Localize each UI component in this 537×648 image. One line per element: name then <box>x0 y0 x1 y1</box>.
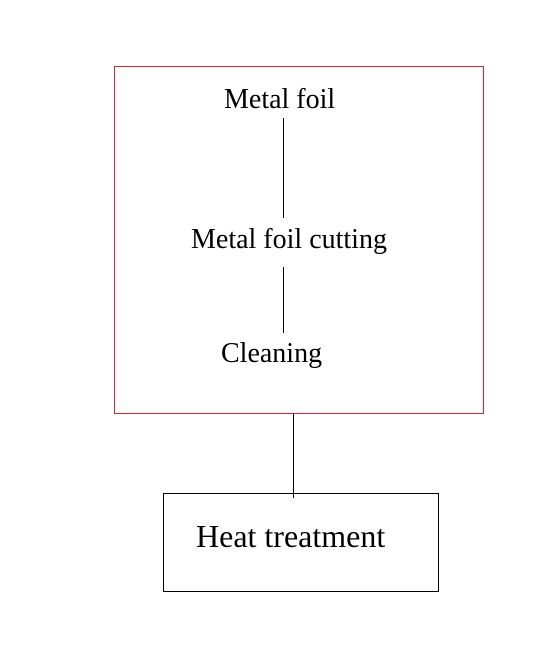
heat-treatment-label: Heat treatment <box>196 518 386 554</box>
connector-group-to-heat-treatment <box>293 414 294 498</box>
connector-cutting-to-cleaning <box>283 267 284 333</box>
heat-treatment-box <box>163 493 439 592</box>
step-metal-foil: Metal foil <box>224 84 336 115</box>
step-cleaning: Cleaning <box>221 338 323 369</box>
process-group-box <box>114 66 484 414</box>
connector-foil-to-cutting <box>283 118 284 218</box>
step-metal-foil-cutting: Metal foil cutting <box>191 224 387 255</box>
